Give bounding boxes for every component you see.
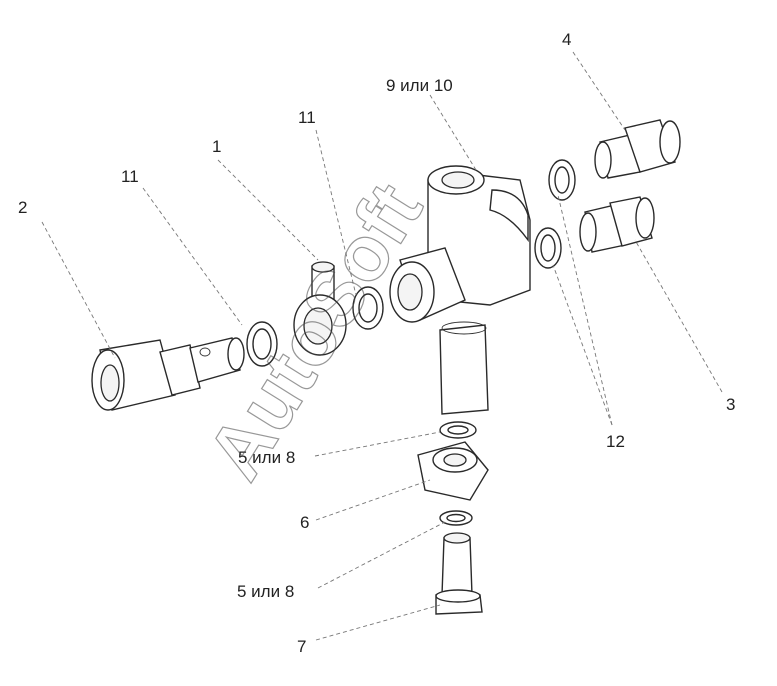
callout-3: 3 bbox=[726, 395, 735, 414]
leader-lines bbox=[41, 51, 723, 641]
callout-7: 7 bbox=[297, 637, 306, 656]
part-11-washer-right bbox=[352, 286, 384, 330]
callout-1: 1 bbox=[212, 137, 221, 156]
part-2-union-nut bbox=[91, 337, 245, 411]
part-6-banjo-eye bbox=[417, 441, 489, 501]
callout-12: 12 bbox=[606, 432, 625, 451]
part-5-or-8-washer-upper bbox=[439, 421, 477, 439]
part-11-washer-left bbox=[246, 321, 278, 367]
part-1-banjo-fitting bbox=[293, 261, 347, 356]
callout-2: 2 bbox=[18, 198, 27, 217]
callout-9-or-10: 9 или 10 bbox=[386, 76, 453, 95]
callout-11-left: 11 bbox=[121, 167, 139, 186]
part-9-or-10-tee-body bbox=[389, 165, 531, 415]
part-4-fitting bbox=[594, 119, 681, 179]
part-12-washers bbox=[534, 159, 576, 269]
callout-6: 6 bbox=[300, 513, 309, 532]
callout-5-or-8-bottom: 5 или 8 bbox=[237, 582, 294, 601]
callout-11-right: 11 bbox=[298, 108, 316, 127]
part-3-fitting bbox=[579, 196, 655, 253]
autosoft-watermark: AutoSoft bbox=[190, 168, 439, 494]
callout-4: 4 bbox=[562, 30, 571, 49]
part-5-or-8-washer-lower bbox=[439, 510, 473, 526]
callout-labels: 2 11 1 11 9 или 10 4 3 12 5 или 8 6 5 ил… bbox=[18, 30, 735, 656]
part-7-banjo-bolt bbox=[435, 532, 483, 615]
callout-5-or-8-top: 5 или 8 bbox=[238, 448, 295, 467]
